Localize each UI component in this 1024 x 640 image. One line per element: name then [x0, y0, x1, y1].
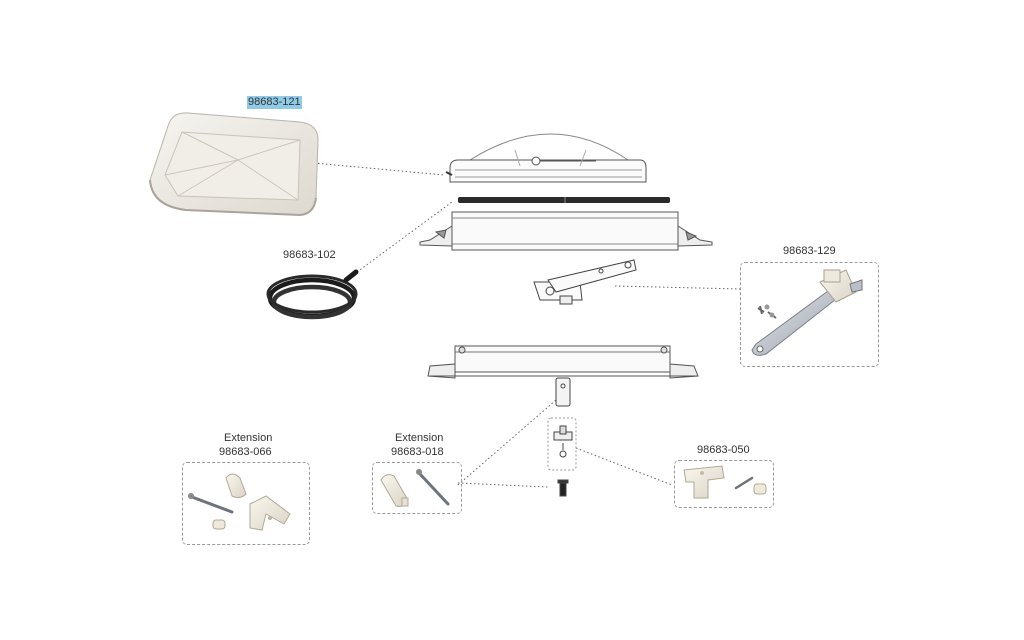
crank-arm-panel	[740, 262, 879, 367]
extension-018-parts	[380, 469, 450, 507]
extension-018-panel	[372, 462, 462, 514]
extension-066-title: Extension	[224, 432, 273, 444]
extension-018-part-number: 98683-018	[391, 446, 444, 458]
seal-roll-part	[266, 269, 359, 320]
crank-mechanism-drawing	[533, 259, 637, 305]
gasket-bar	[458, 197, 670, 203]
crank-arm-part-number: 98683-129	[783, 245, 836, 257]
extension-066-panel	[182, 462, 310, 545]
extension-066-parts	[188, 473, 291, 531]
handle-kit-part-number: 98683-050	[697, 444, 750, 456]
upper-frame-drawing	[419, 211, 713, 251]
lower-frame-drawing	[427, 345, 699, 379]
shaft-assembly-drawing	[547, 377, 577, 497]
handle-kit-parts	[683, 465, 767, 499]
leader-lines	[313, 162, 741, 488]
crank-arm-part	[751, 269, 863, 356]
cover-part-number: 98683-121	[247, 96, 302, 109]
extension-018-title: Extension	[395, 432, 444, 444]
extension-066-part-number: 98683-066	[219, 446, 272, 458]
vent-lid-drawing	[445, 133, 647, 183]
handle-kit-panel	[674, 460, 774, 508]
vent-cover-part	[149, 112, 319, 217]
seal-part-number: 98683-102	[283, 249, 336, 261]
